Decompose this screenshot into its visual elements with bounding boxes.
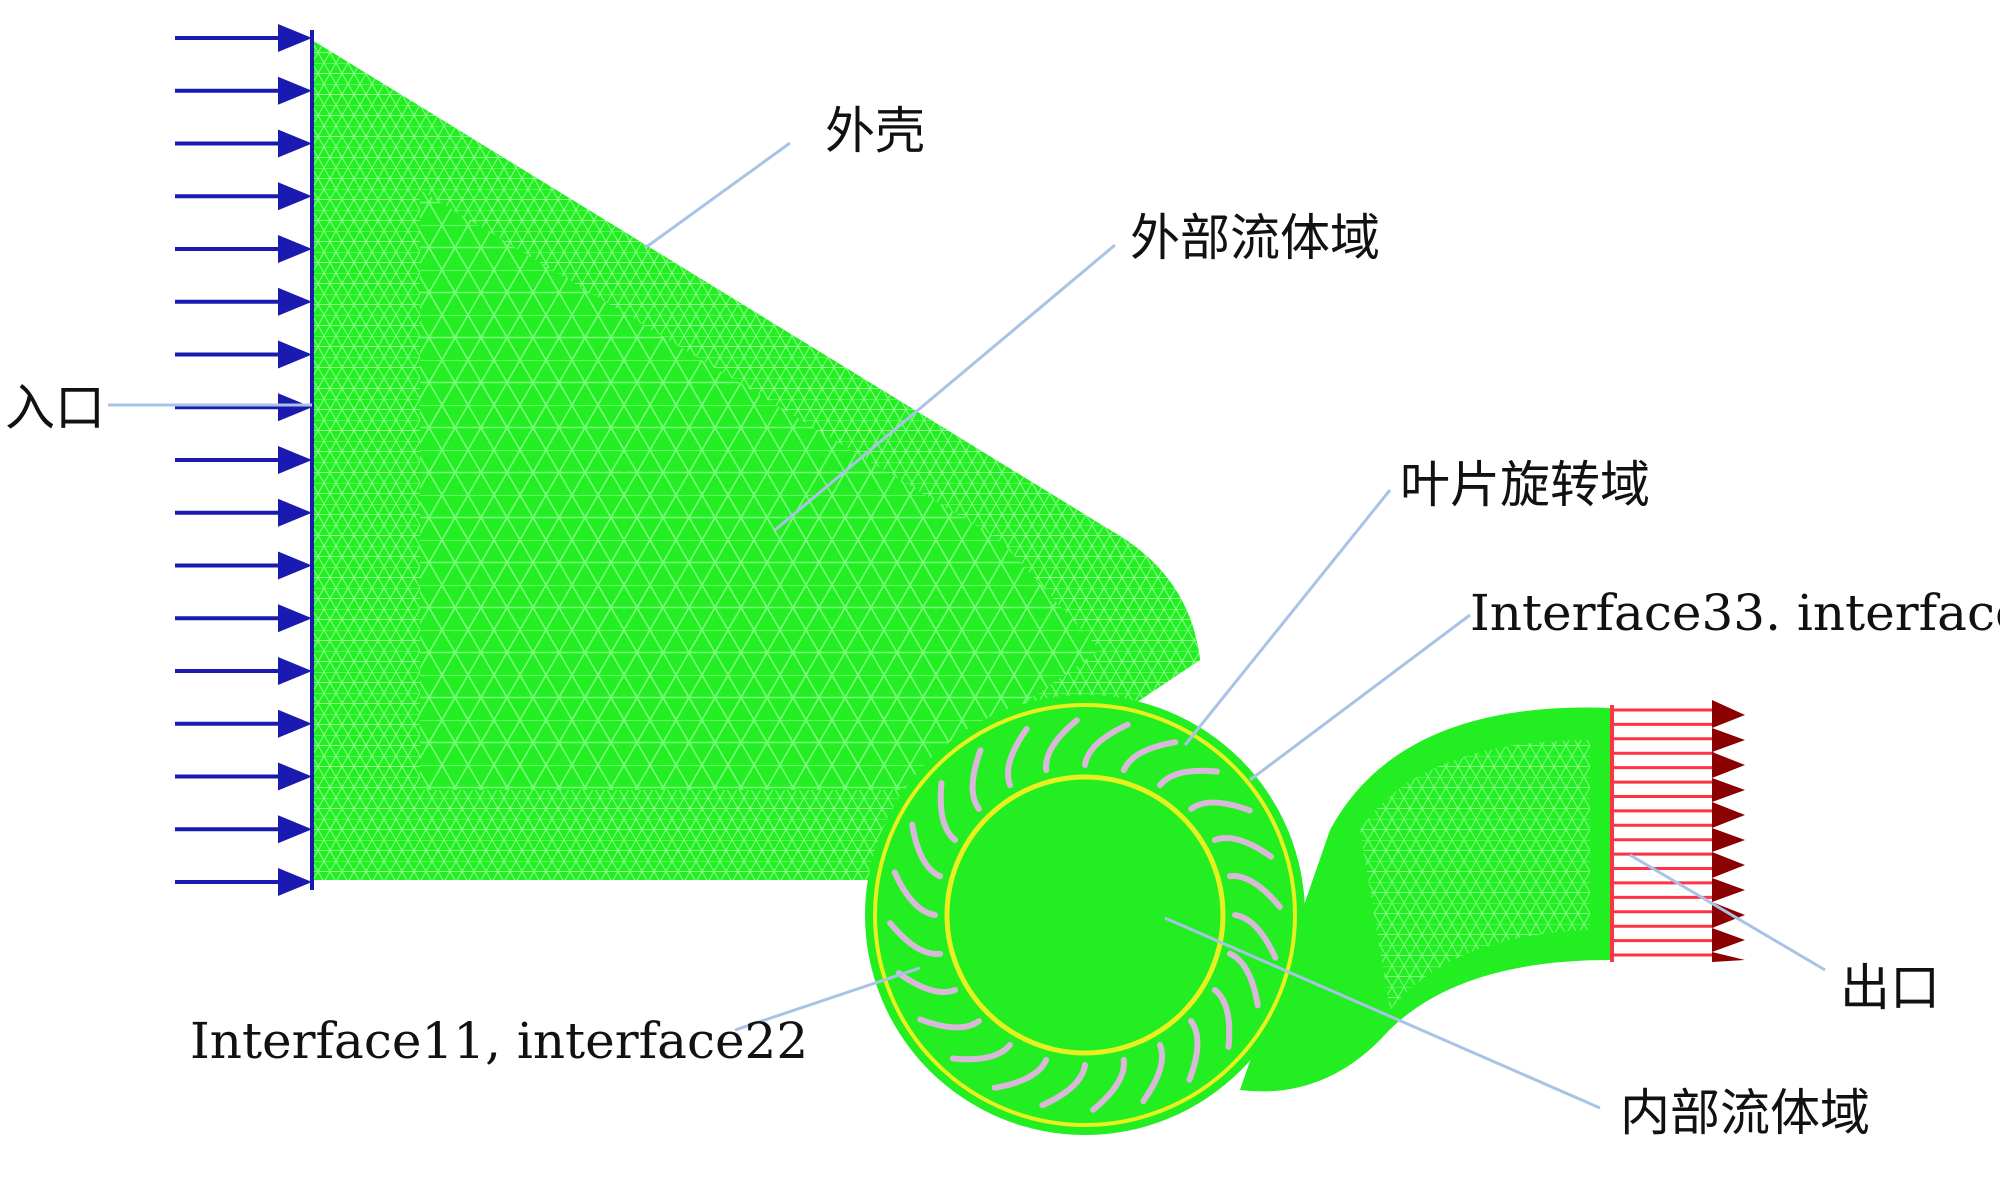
leader-shell (644, 141, 791, 250)
rotor-blade (909, 821, 944, 880)
rotor-blade (895, 970, 959, 996)
rotor-blade (1043, 717, 1080, 774)
leader-rotor-domain (1183, 489, 1392, 746)
label-inner-domain: 内部流体域 (1620, 1084, 1870, 1142)
leader-lines (108, 141, 1826, 1110)
rotor-blade (1120, 739, 1179, 774)
inlet-arrow-head (278, 182, 312, 211)
label-interface-outer: Interface33. interface44 (1470, 584, 2000, 642)
rotor-blade (1226, 873, 1283, 910)
outlet-lines (1610, 705, 1714, 962)
rotor-blade (887, 920, 944, 957)
label-outlet: 出口 (1840, 959, 1940, 1017)
inlet-arrow-head (278, 446, 312, 474)
label-outer-domain: 外部流体域 (1130, 209, 1380, 267)
label-rotor-domain: 叶片旋转域 (1400, 456, 1650, 514)
blade-group (887, 717, 1283, 1113)
leader-outlet (1629, 853, 1826, 972)
rotor-blade (917, 1016, 982, 1031)
rotor-blade (969, 747, 984, 812)
rotor-blade (1211, 987, 1233, 1050)
label-shell: 外壳 (825, 102, 925, 160)
outlet-arrow-band (1712, 700, 1745, 962)
leader-interface-inner (734, 966, 921, 1032)
rotor-blade (937, 780, 959, 843)
inlet-arrow-head (278, 393, 312, 422)
interface-ring-outer (873, 703, 1297, 1127)
inlet-boundary (175, 24, 314, 896)
rotor-blade (1039, 1062, 1088, 1109)
rotor-blade (1211, 834, 1275, 860)
rotor-blade (1232, 912, 1279, 961)
inner-fluid-domain (952, 782, 1218, 1048)
rotor-blade (950, 1041, 1013, 1063)
label-inlet: 入口 (5, 379, 105, 437)
rotor-blade (1140, 1041, 1166, 1105)
inlet-arrow-head (278, 76, 312, 105)
inlet-arrow-head (278, 235, 312, 263)
leader-interface-outer (1249, 613, 1471, 782)
inlet-arrow-head (278, 287, 312, 316)
rotor-blade (1157, 767, 1220, 789)
rotor-blade (891, 869, 938, 918)
rotor-blade (1090, 1056, 1127, 1113)
coarse-mesh-region (420, 190, 1100, 790)
inlet-arrow-head (278, 762, 312, 791)
leader-inner-domain (1164, 916, 1601, 1110)
label-interface-inner: Interface11, interface22 (190, 1012, 808, 1070)
rotor-blade (1004, 725, 1030, 789)
inlet-arrow-head (278, 604, 312, 633)
rotor-blade (991, 1056, 1050, 1091)
inlet-arrows (175, 24, 312, 896)
rotor-blade (1082, 721, 1131, 768)
inlet-arrow-head (278, 709, 312, 738)
leader-outer-domain (774, 243, 1116, 532)
inlet-arrow-head (278, 657, 312, 685)
inlet-arrow-head (278, 815, 312, 844)
outlet-boundary (1610, 700, 1745, 962)
labels: 外壳 外部流体域 入口 叶片旋转域 Interface33. interface… (5, 102, 2000, 1142)
outlet-duct (1240, 707, 1610, 1092)
rotor-blade (1186, 1018, 1201, 1083)
rotor-blade (1188, 799, 1253, 814)
rotor-blade (1226, 950, 1261, 1009)
inlet-arrow-head (278, 340, 312, 369)
inlet-arrow-head (278, 129, 312, 158)
rotor-assembly (865, 695, 1305, 1135)
inlet-arrow-head (278, 551, 312, 580)
inlet-arrow-head (278, 24, 312, 52)
inlet-arrow-head (278, 868, 312, 896)
inlet-arrow-head (278, 498, 312, 527)
